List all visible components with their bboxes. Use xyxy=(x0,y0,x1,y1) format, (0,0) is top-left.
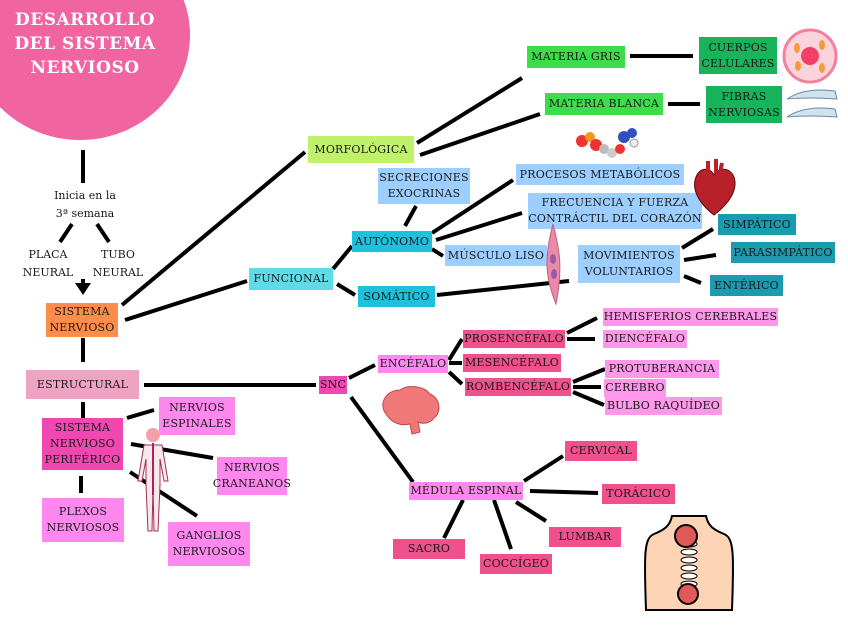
node-funcional[interactable]: FUNCIONAL xyxy=(249,268,333,290)
node-frecuencia[interactable]: FRECUENCIA Y FUERZA CONTRÁCTIL DEL CORAZ… xyxy=(528,193,702,229)
node-movimientos[interactable]: MOVIMIENTOS VOLUNTARIOS xyxy=(578,245,680,283)
node-cervical[interactable]: CERVICAL xyxy=(565,441,637,461)
node-nervios-espinales[interactable]: NERVIOS ESPINALES xyxy=(159,397,235,435)
node-secreciones[interactable]: SECRECIONES EXOCRINAS xyxy=(378,168,470,204)
node-prosencefalo[interactable]: PROSENCÉFALO xyxy=(463,330,565,348)
intro-start-text: Inicia en la 3ª semana xyxy=(54,189,116,220)
node-toracico[interactable]: TORÁCICO xyxy=(602,484,675,504)
node-sacro[interactable]: SACRO xyxy=(393,539,465,559)
node-parasimpatico[interactable]: PARASIMPÁTICO xyxy=(731,242,835,263)
page-title: DESARROLLO DEL SISTEMA NERVIOSO xyxy=(14,10,156,78)
node-snp[interactable]: SISTEMA NERVIOSO PERIFÉRICO xyxy=(42,418,123,470)
node-sistema-nervioso[interactable]: SISTEMA NERVIOSO xyxy=(46,303,118,337)
node-protuberancia[interactable]: PROTUBERANCIA xyxy=(605,360,719,378)
human-nervous-system-icon xyxy=(137,428,169,532)
back-spine-icon xyxy=(643,515,735,611)
node-materia-gris[interactable]: MATERIA GRIS xyxy=(527,46,625,68)
node-coccigeo[interactable]: COCCÍGEO xyxy=(480,554,552,574)
node-somatico[interactable]: SOMÁTICO xyxy=(358,286,435,307)
node-plexos[interactable]: PLEXOS NERVIOSOS xyxy=(42,498,124,542)
tubo-neural-text: TUBO NEURAL xyxy=(92,248,144,279)
smooth-muscle-cell-icon xyxy=(546,224,561,306)
nerve-fibers-icon xyxy=(786,89,838,118)
node-procesos[interactable]: PROCESOS METABÓLICOS xyxy=(516,164,684,185)
node-autonomo[interactable]: AUTÓNOMO xyxy=(352,231,432,252)
node-rombencefalo[interactable]: ROMBENCÉFALO xyxy=(465,378,571,396)
node-nervios-craneanos[interactable]: NERVIOS CRANEANOS xyxy=(213,457,291,495)
placa-neural-text: PLACA NEURAL xyxy=(22,248,74,279)
node-hemisferios[interactable]: HEMISFERIOS CEREBRALES xyxy=(603,308,778,326)
node-morfologica[interactable]: MORFOLÓGICA xyxy=(308,136,414,163)
node-lumbar[interactable]: LUMBAR xyxy=(549,527,621,547)
node-materia-blanca[interactable]: MATERIA BLANCA xyxy=(545,93,663,115)
node-estructural[interactable]: ESTRUCTURAL xyxy=(26,370,139,399)
node-bulbo[interactable]: BULBO RAQUÍDEO xyxy=(605,397,722,415)
node-medula[interactable]: MÉDULA ESPINAL xyxy=(409,482,523,500)
node-enterico[interactable]: ENTÉRICO xyxy=(710,275,783,296)
node-encefalo[interactable]: ENCÉFALO xyxy=(378,355,448,373)
heart-icon xyxy=(694,159,736,216)
node-mesencefalo[interactable]: MESENCÉFALO xyxy=(463,354,561,372)
node-fibras-nerviosas[interactable]: FIBRAS NERVIOSAS xyxy=(706,86,782,123)
node-musculo-liso[interactable]: MÚSCULO LISO xyxy=(445,245,547,266)
node-snc[interactable]: SNC xyxy=(319,376,347,394)
brain-icon xyxy=(382,386,440,435)
node-simpatico[interactable]: SIMPÁTICO xyxy=(718,214,796,235)
node-cerebro[interactable]: CEREBRO xyxy=(604,379,666,397)
atp-molecule-icon xyxy=(576,128,639,158)
node-cuerpos-celulares[interactable]: CUERPOS CELULARES xyxy=(699,37,777,74)
cell-icon xyxy=(782,28,838,84)
node-diencefalo[interactable]: DIENCÉFALO xyxy=(603,330,687,348)
node-ganglios[interactable]: GANGLIOS NERVIOSOS xyxy=(168,522,250,566)
